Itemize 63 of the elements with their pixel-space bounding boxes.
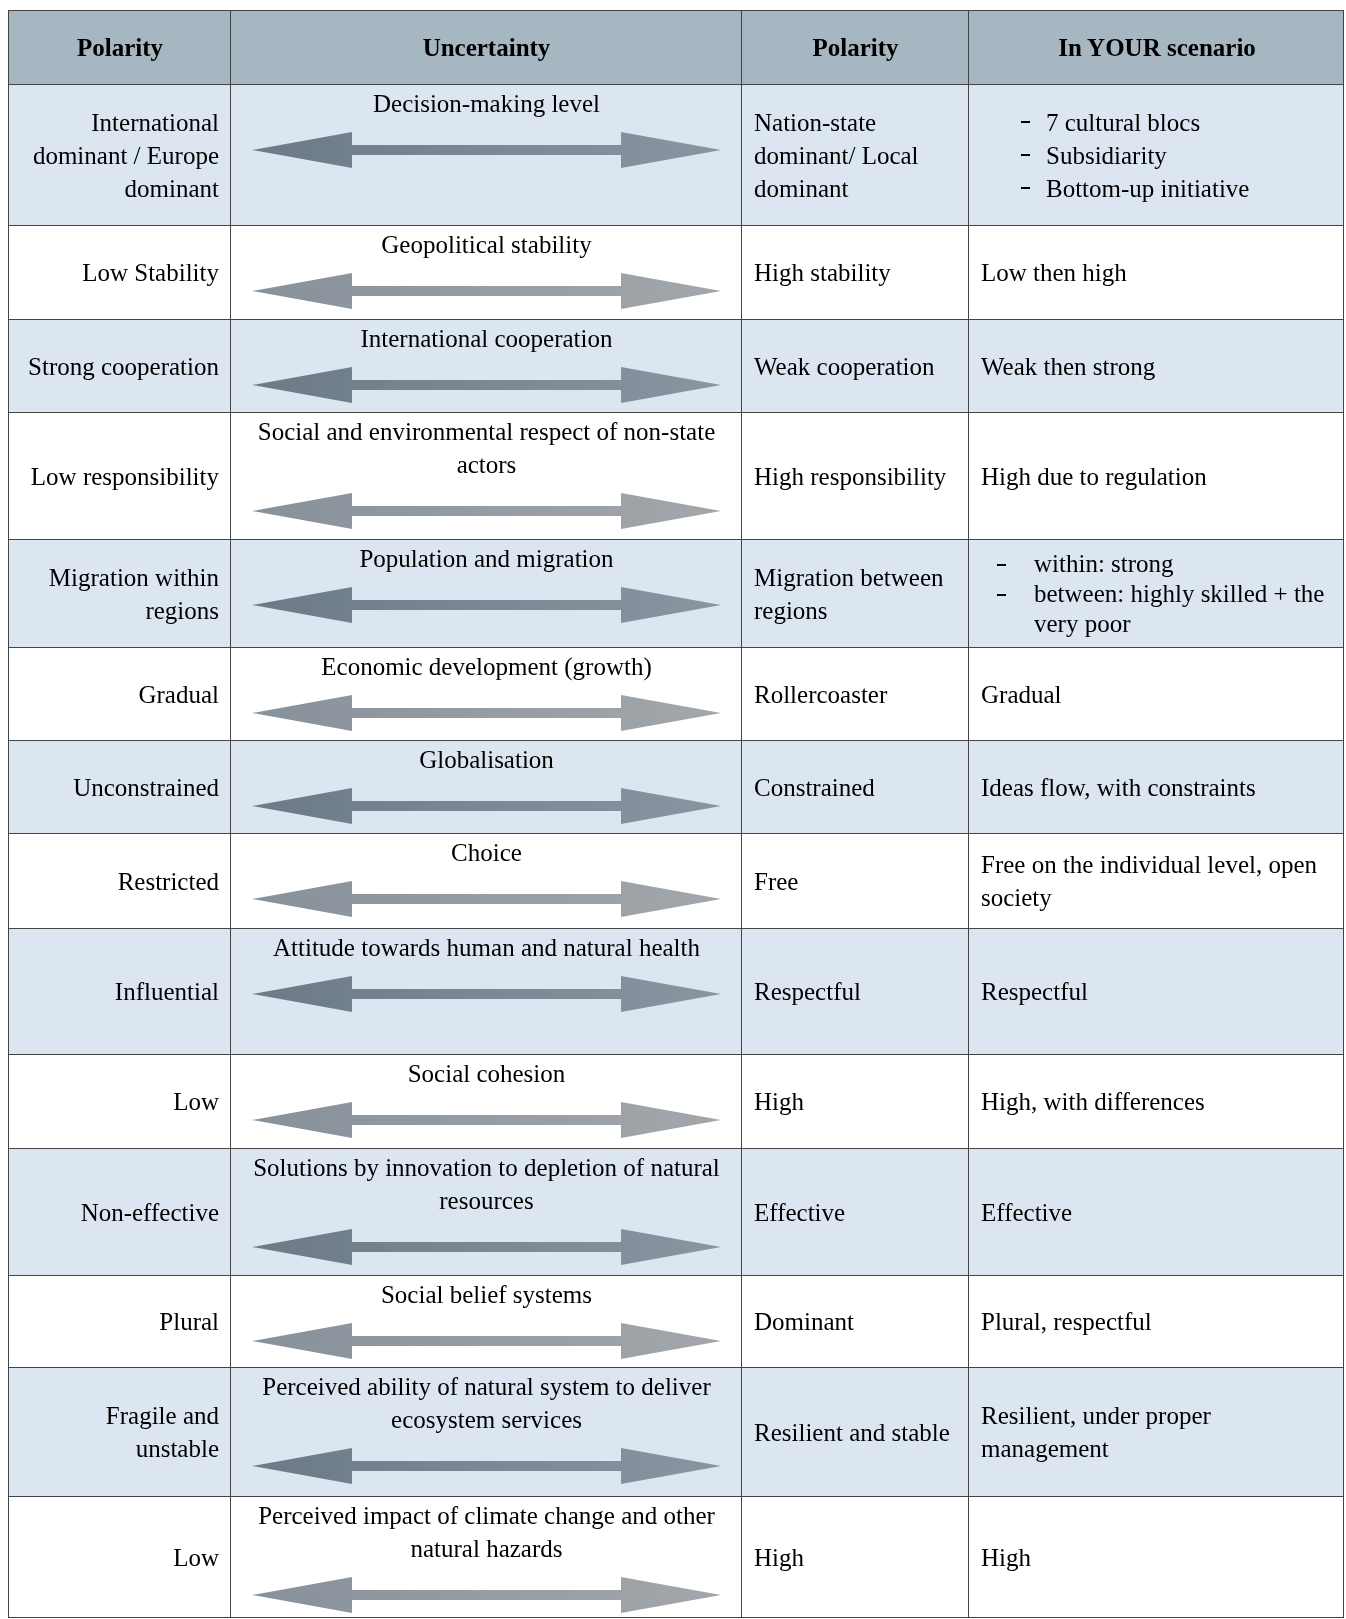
uncertainty-title: Perceived impact of climate change and other natural hazards (257, 1501, 716, 1564)
polarity-text: Low Stability (82, 258, 219, 288)
polarity-text: Influential (114, 977, 219, 1007)
polarity-text: Non-effective (80, 1197, 219, 1228)
polarity-text: Respectful (754, 977, 861, 1007)
scenario-text: High (981, 1542, 1031, 1573)
uncertainty-title: Geopolitical stability (381, 230, 592, 260)
scenario-text: Plural, respectful (981, 1307, 1152, 1337)
polarity-text: Gradual (138, 679, 219, 710)
uncertainty-title: Social cohesion (407, 1059, 566, 1089)
uncertainty-title: Population and migration (359, 544, 614, 574)
polarity-text: High responsibility (754, 461, 947, 492)
scenario-text: Low then high (981, 258, 1127, 288)
column-header: Uncertainty (422, 33, 551, 63)
column-header: In YOUR scenario (1058, 33, 1256, 63)
uncertainty-title: Attitude towards human and natural health (273, 933, 700, 963)
uncertainty-title: Social and environmental respect of non-state actors (256, 417, 717, 480)
scenario-text: Respectful (981, 977, 1088, 1007)
polarity-text: Plural (159, 1307, 219, 1337)
column-header: Polarity (812, 33, 899, 63)
polarity-text: Free (754, 866, 799, 897)
polarity-text: Migration between regions (754, 562, 945, 626)
polarity-text: Constrained (754, 772, 875, 803)
polarity-text: Low responsibility (30, 461, 219, 492)
uncertainty-title: Solutions by innovation to depletion of natural resources (252, 1153, 721, 1216)
polarity-text: Resilient and stable (754, 1417, 950, 1448)
polarity-text: Unconstrained (73, 772, 219, 803)
scenario-text: Ideas flow, with constraints (981, 772, 1256, 803)
scenario-text: Gradual (981, 679, 1062, 710)
polarity-text: Migration within regions (47, 562, 219, 626)
polarity-text: Rollercoaster (754, 679, 888, 710)
polarity-text: Strong cooperation (28, 351, 219, 382)
uncertainty-title: Economic development (growth) (321, 652, 652, 683)
uncertainty-title: Choice (451, 838, 522, 868)
uncertainty-title: Perceived ability of natural system to deliver ecosystem services (261, 1372, 712, 1435)
scenario-text: Bottom-up initiative (1046, 173, 1250, 204)
scenario-text: High due to regulation (981, 461, 1207, 492)
uncertainty-title: Decision-making level (373, 89, 600, 119)
column-header: Polarity (76, 33, 164, 63)
polarity-text: Fragile and unstable (104, 1401, 219, 1464)
polarity-text: Effective (754, 1197, 846, 1228)
polarity-text: Nation-state dominant/ Local dominant (754, 107, 920, 204)
polarity-text: Restricted (117, 866, 219, 897)
scenario-text: Free on the individual level, open society (981, 850, 1319, 913)
scenario-text: Effective (981, 1197, 1073, 1228)
scenario-text: within: strong (1034, 548, 1174, 579)
polarity-text: International dominant / Europe dominant (31, 107, 219, 204)
uncertainty-title: Social belief systems (380, 1280, 593, 1310)
scenario-text: Subsidiarity (1046, 140, 1167, 171)
uncertainty-title: International cooperation (360, 324, 613, 354)
uncertainty-title: Globalisation (419, 745, 554, 775)
scenario-text: Resilient, under proper management (981, 1401, 1212, 1464)
scenario-text: High, with differences (981, 1087, 1205, 1117)
polarity-text: Weak cooperation (754, 351, 935, 382)
polarity-text: Dominant (754, 1307, 854, 1337)
polarity-text: Low (173, 1087, 219, 1117)
scenario-text: between: highly skilled + the very poor (1034, 578, 1326, 639)
polarity-text: High (754, 1087, 804, 1117)
polarity-text: Low (173, 1542, 219, 1573)
scenario-text: Weak then strong (981, 351, 1156, 382)
polarity-text: High stability (754, 258, 891, 288)
scenario-text: 7 cultural blocs (1046, 107, 1201, 138)
polarity-text: High (754, 1542, 804, 1573)
